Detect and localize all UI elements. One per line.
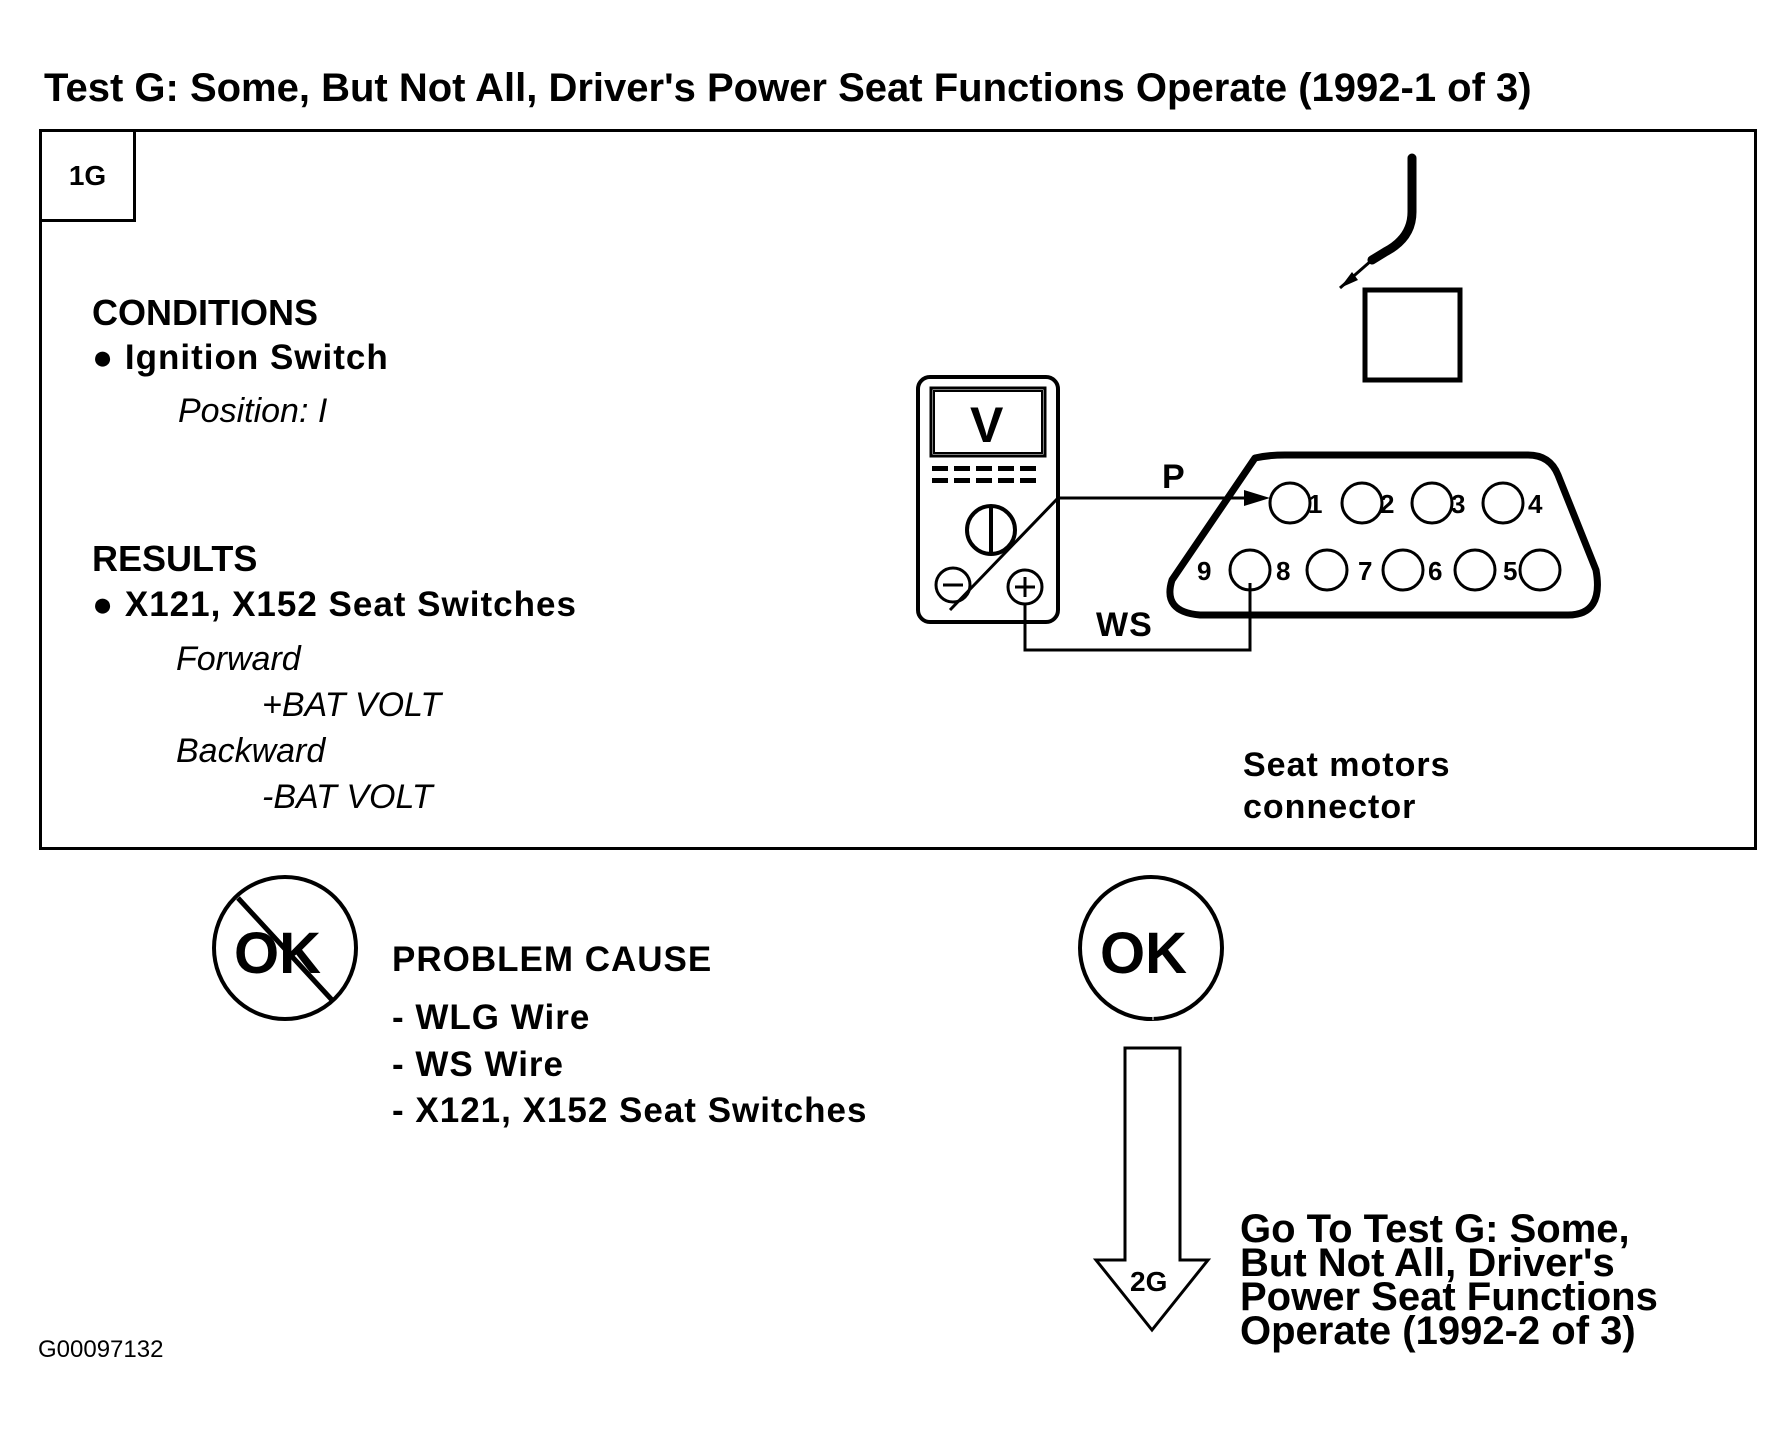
pin-4 bbox=[1481, 481, 1525, 525]
goto-next-test: Go To Test G: Some, But Not All, Driver'… bbox=[1240, 1207, 1658, 1353]
probe-label: P bbox=[1162, 458, 1186, 496]
goto-line: Go To Test G: Some, bbox=[1240, 1207, 1630, 1251]
pin-5 bbox=[1518, 548, 1562, 592]
conditions-item: ● Ignition Switch bbox=[92, 338, 389, 378]
pin-9 bbox=[1228, 548, 1272, 592]
pin-label-8: 8 bbox=[1276, 556, 1291, 586]
pin-7 bbox=[1381, 548, 1425, 592]
goto-line: Operate (1992-2 of 3) bbox=[1240, 1309, 1636, 1353]
next-step-arrow-icon bbox=[1092, 1046, 1212, 1333]
not-ok-badge-label: OK bbox=[234, 921, 321, 986]
component-box bbox=[1362, 287, 1463, 383]
pin-label-1: 1 bbox=[1308, 489, 1323, 519]
multimeter-icon bbox=[916, 375, 1060, 624]
conditions-detail: Position: I bbox=[178, 392, 328, 430]
problem-cause-item: - X121, X152 Seat Switches bbox=[392, 1091, 868, 1130]
goto-line: Power Seat Functions bbox=[1240, 1275, 1658, 1319]
next-step-id: 2G bbox=[1130, 1266, 1168, 1297]
problem-cause-item: - WLG Wire bbox=[392, 998, 591, 1037]
connector-label-line1: Seat motors bbox=[1243, 746, 1451, 784]
meter-mode: V bbox=[970, 397, 1004, 453]
problem-cause-heading: PROBLEM CAUSE bbox=[392, 940, 713, 979]
pin-label-6: 6 bbox=[1428, 556, 1443, 586]
pin-label-5: 5 bbox=[1503, 556, 1518, 586]
bullet-icon: ● bbox=[92, 585, 125, 624]
probe-icon bbox=[1339, 153, 1417, 290]
results-item-label: X121, X152 Seat Switches bbox=[124, 585, 577, 624]
results-item: ● X121, X152 Seat Switches bbox=[92, 585, 577, 625]
figure-id: G00097132 bbox=[38, 1336, 164, 1363]
not-ok-badge-icon bbox=[212, 875, 358, 1021]
seat-motors-connector bbox=[1166, 451, 1601, 619]
pin-2 bbox=[1340, 481, 1384, 525]
pin-6 bbox=[1453, 548, 1497, 592]
page-title: Test G: Some, But Not All, Driver's Powe… bbox=[44, 66, 1532, 110]
ws-label: WS bbox=[1096, 606, 1153, 644]
pin-8 bbox=[1305, 548, 1349, 592]
test-step-panel bbox=[39, 129, 1757, 850]
pin-label-4: 4 bbox=[1528, 489, 1543, 519]
pin-label-3: 3 bbox=[1451, 489, 1466, 519]
connector-pins bbox=[1228, 481, 1562, 592]
pin-label-7: 7 bbox=[1358, 556, 1373, 586]
goto-line: But Not All, Driver's bbox=[1240, 1241, 1615, 1285]
bullet-icon: ● bbox=[92, 338, 125, 377]
backward-label: Backward bbox=[176, 732, 326, 770]
probe-arrow-icon bbox=[1244, 490, 1270, 506]
ok-badge-icon bbox=[1078, 875, 1224, 1021]
pin-label-2: 2 bbox=[1380, 489, 1395, 519]
pin-label-9: 9 bbox=[1197, 556, 1212, 586]
conditions-heading: CONDITIONS bbox=[92, 292, 319, 333]
results-heading: RESULTS bbox=[92, 538, 258, 579]
connector-label-line2: connector bbox=[1243, 788, 1417, 826]
pin-3 bbox=[1410, 481, 1454, 525]
step-id-box: 1G bbox=[39, 129, 136, 222]
problem-cause-item: - WS Wire bbox=[392, 1045, 565, 1084]
pin-1 bbox=[1268, 481, 1312, 525]
forward-value: +BAT VOLT bbox=[262, 686, 442, 724]
ok-badge-label: OK bbox=[1100, 921, 1187, 986]
conditions-item-label: Ignition Switch bbox=[124, 338, 389, 377]
forward-label: Forward bbox=[176, 640, 301, 678]
backward-value: -BAT VOLT bbox=[262, 778, 433, 816]
